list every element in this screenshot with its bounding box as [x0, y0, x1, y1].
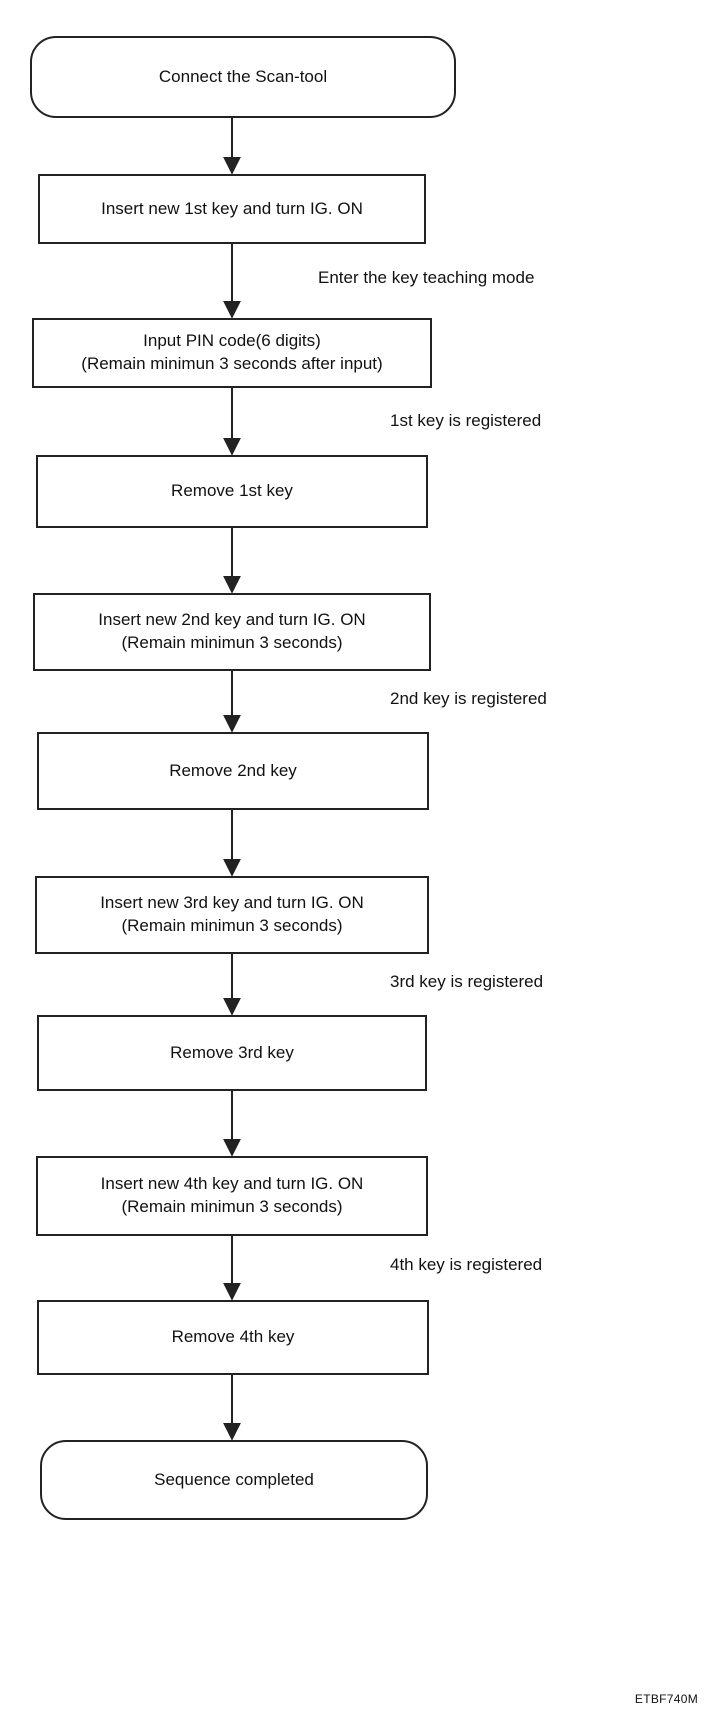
node-insert-4: Insert new 4th key and turn IG. ON (Remai… — [36, 1156, 428, 1236]
node-text-line: Remove 2nd key — [169, 760, 297, 780]
node-remove-2: Remove 2nd key — [37, 732, 429, 810]
node-insert-2: Insert new 2nd key and turn IG. ON (Remai… — [33, 593, 431, 671]
node-text-line: (Remain minimun 3 seconds) — [121, 633, 343, 652]
node-text-line: Insert new 2nd key and turn IG. ON — [98, 610, 366, 630]
node-insert-1: Insert new 1st key and turn IG. ON — [38, 174, 426, 244]
node-remove-3: Remove 3rd key — [37, 1015, 427, 1091]
node-text-line: Remove 4th key — [171, 1327, 295, 1347]
figure-code: ETBF740M — [634, 1692, 698, 1706]
edge-label: 2nd key is registered — [390, 689, 547, 708]
node-insert-3: Insert new 3rd key and turn IG. ON (Remai… — [35, 876, 429, 954]
node-complete: Sequence completed — [40, 1440, 428, 1520]
node-remove-4: Remove 4th key — [37, 1300, 429, 1375]
node-remove-1: Remove 1st key — [36, 455, 428, 528]
node-text-line: Input PIN code(6 digits) — [143, 331, 321, 351]
node-text-line: Insert new 1st key and turn IG. ON — [101, 198, 363, 218]
node-text-line: Connect the Scan-tool — [158, 66, 328, 86]
node-text-line: Remove 1st key — [171, 481, 293, 501]
node-text-line: Remove 3rd key — [170, 1042, 294, 1062]
edge-label: 1st key is registered — [390, 411, 542, 430]
edge-label: 4th key is registered — [390, 1255, 543, 1274]
node-text-line: Sequence completed — [154, 1469, 314, 1489]
node-text-line: (Remain minimun 3 seconds after input) — [81, 354, 383, 373]
edge-label: 3rd key is registered — [390, 972, 544, 991]
edge-label: Enter the key teaching mode — [318, 268, 535, 287]
node-pin: Input PIN code(6 digits) (Remain minimun … — [32, 318, 432, 388]
node-text-line: (Remain minimun 3 seconds) — [121, 1197, 343, 1216]
node-connect: Connect the Scan-tool — [30, 36, 456, 118]
node-text-line: Insert new 3rd key and turn IG. ON — [100, 893, 364, 913]
node-text-line: (Remain minimun 3 seconds) — [121, 916, 343, 935]
node-text-line: Insert new 4th key and turn IG. ON — [100, 1174, 364, 1194]
